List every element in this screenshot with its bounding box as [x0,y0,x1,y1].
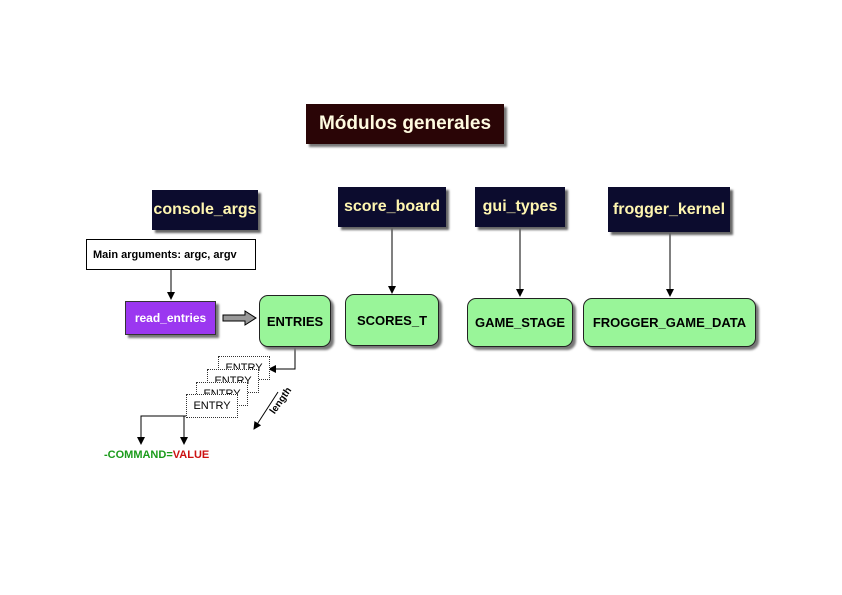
read-entries-function: read_entries [125,301,216,335]
module-score-board: score_board [338,187,446,227]
command-value: VALUE [172,449,210,461]
command-prefix: -COMMAND [104,449,167,461]
type-scores-t: SCORES_T [345,294,439,346]
arrow-read-entries-to-entries [222,310,257,326]
module-frogger-kernel: frogger_kernel [608,187,730,232]
arrow-entry-to-command [137,415,186,445]
arrow-length [253,391,279,430]
module-console-args: console_args [152,190,258,230]
type-entries: ENTRIES [259,295,331,347]
arrow-entries-to-entry [268,347,296,373]
type-game-stage: GAME_STAGE [467,298,573,347]
type-frogger-game-data: FROGGER_GAME_DATA [583,298,756,347]
command-equals: = [166,449,173,461]
command-value-label: -COMMAND=VALUE [104,449,209,461]
main-arguments-note: Main arguments: argc, argv [86,239,256,270]
diagram-title: Módulos generales [306,104,504,144]
module-gui-types: gui_types [475,187,565,227]
entry-card: ENTRY [186,394,238,418]
